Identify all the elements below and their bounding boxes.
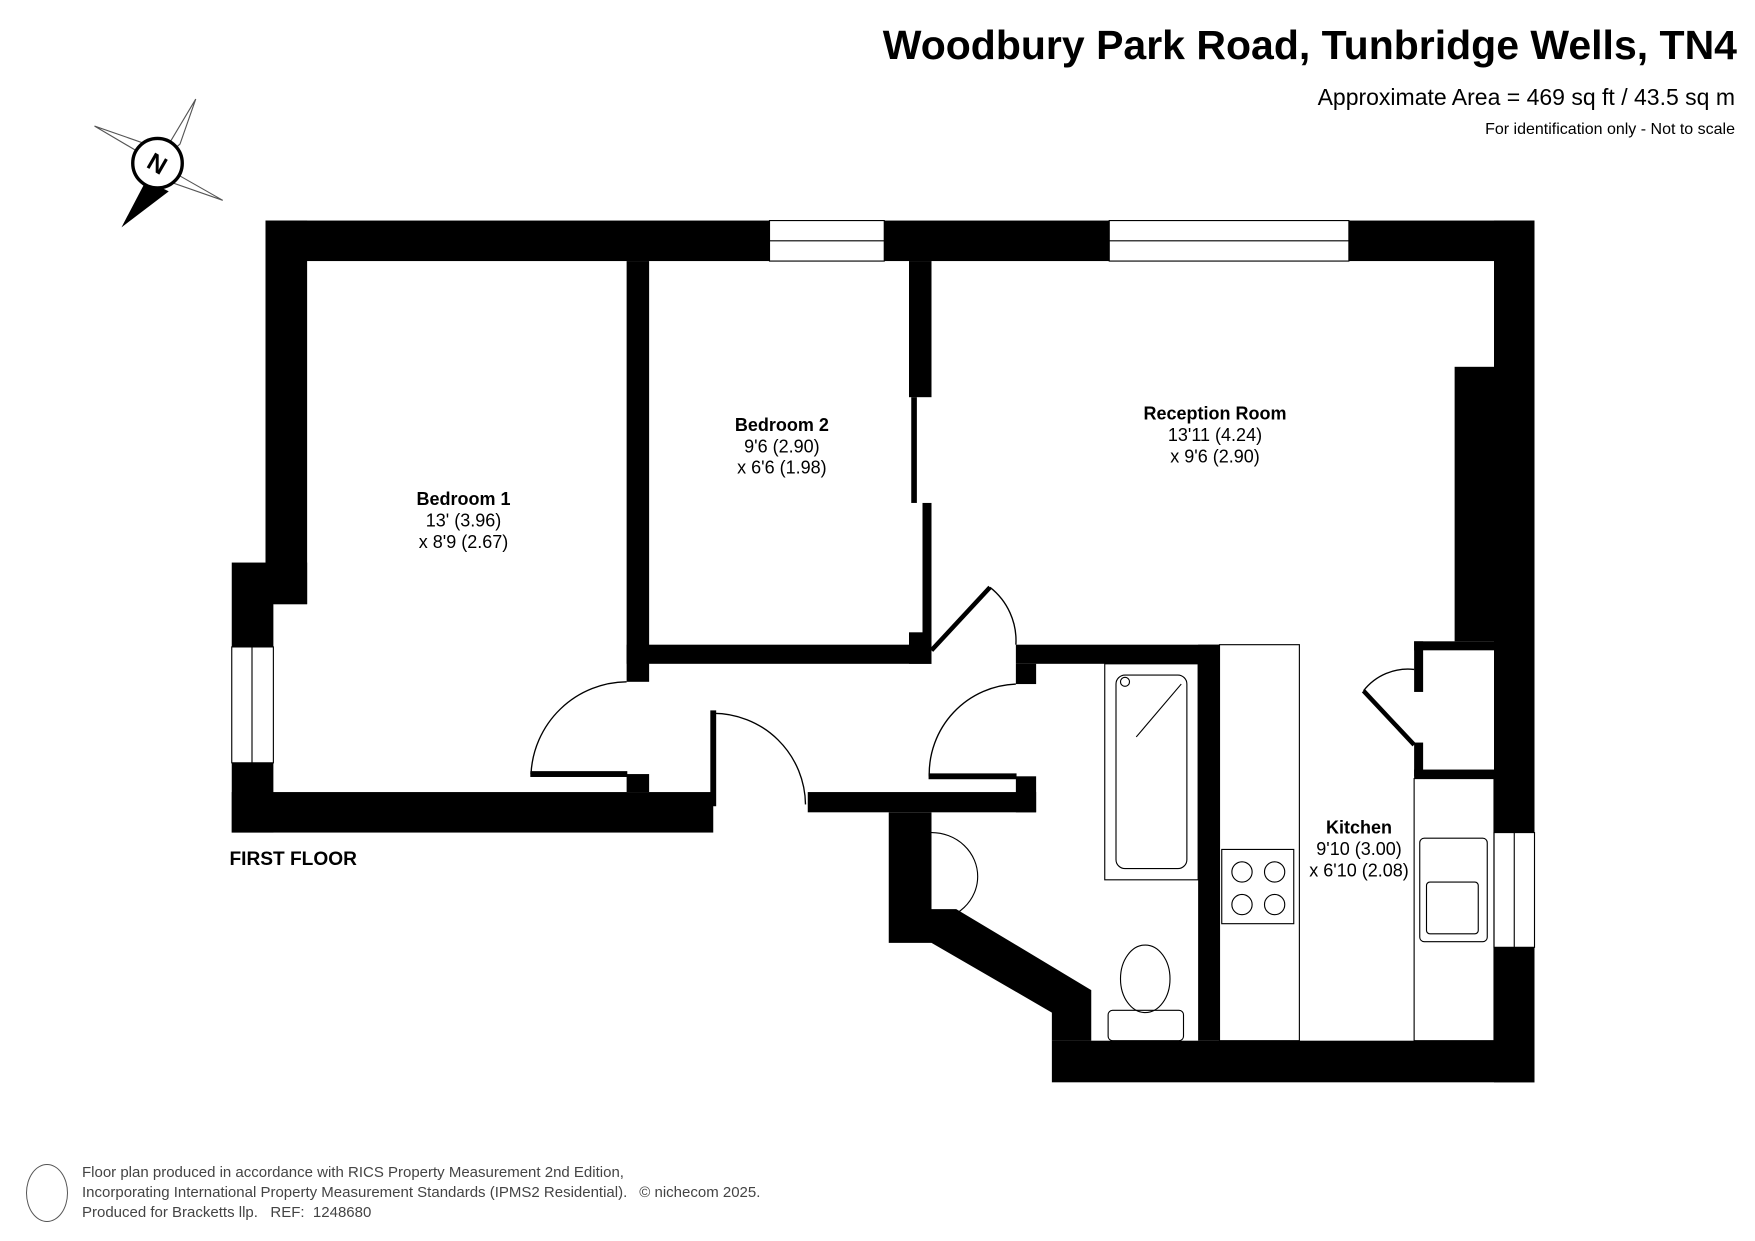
fixtures [931,644,1495,1042]
room-name-bedroom-1: Bedroom 1 [416,489,510,509]
windows [231,220,1536,948]
room-dim-kitchen: 9'10 (3.00) [1316,839,1402,859]
footer-line-3: Produced for Bracketts llp. REF: 1248680 [82,1204,372,1221]
room-name-kitchen: Kitchen [1326,818,1392,838]
room-dim-bedroom-1: 13' (3.96) [426,511,501,531]
doors [530,585,1416,807]
room-name-reception: Reception Room [1143,404,1286,424]
room-dim-bedroom-2: 9'6 (2.90) [744,436,819,456]
compass-icon: N [94,98,224,228]
footer-line-1: Floor plan produced in accordance with R… [82,1164,624,1181]
walls [231,220,1535,1083]
room-dim2-kitchen: x 6'10 (2.08) [1309,860,1409,880]
person-scale-icon [26,1164,68,1222]
footer: Floor plan produced in accordance with R… [82,1163,760,1223]
room-dim2-bedroom-1: x 8'9 (2.67) [419,532,508,552]
room-name-bedroom-2: Bedroom 2 [735,415,829,435]
room-dim-reception: 13'11 (4.24) [1168,425,1262,445]
floor-label: FIRST FLOOR [230,849,358,870]
approximate-area: Approximate Area = 469 sq ft / 43.5 sq m [1317,84,1735,110]
property-title: Woodbury Park Road, Tunbridge Wells, TN4 [882,22,1737,68]
room-dim2-bedroom-2: x 6'6 (1.98) [737,458,826,478]
identification-note: For identification only - Not to scale [1485,121,1735,138]
footer-line-2: Incorporating International Property Mea… [82,1184,628,1201]
copyright: © nichecom 2025. [639,1184,761,1201]
room-dim2-reception: x 9'6 (2.90) [1170,446,1259,466]
